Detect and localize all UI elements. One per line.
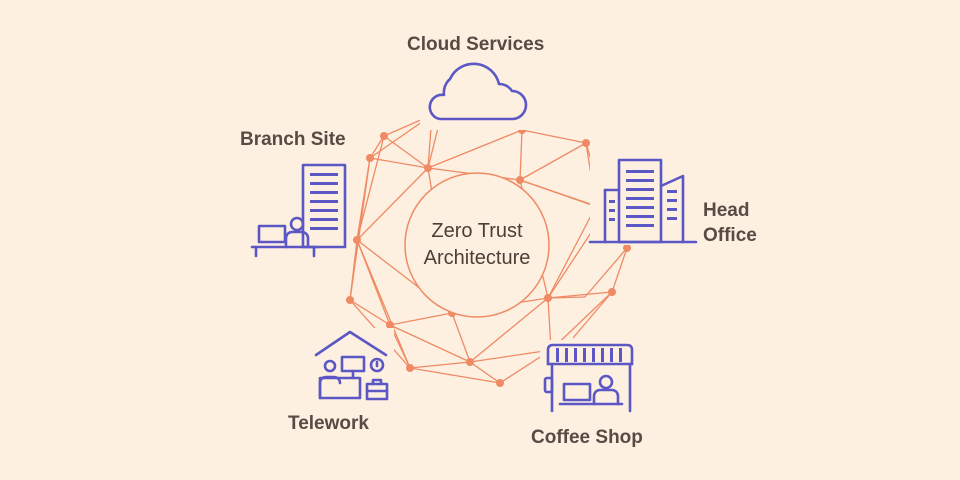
mesh-link (547, 291, 613, 299)
mesh-link (521, 129, 587, 144)
mesh-link (469, 297, 549, 363)
center-label-line1: Zero Trust (431, 220, 523, 242)
mesh-link (469, 349, 552, 363)
mesh-link (519, 129, 523, 181)
mesh-link (584, 247, 628, 298)
mesh-link (383, 135, 429, 169)
head-office-label-line2: Office (703, 225, 757, 246)
cloud-icon (420, 62, 530, 130)
mesh-node (346, 296, 354, 304)
mesh-node (516, 176, 524, 184)
coffee-shop-icon (540, 340, 640, 415)
branch-site-label: Branch Site (240, 129, 346, 150)
mesh-link (356, 167, 429, 241)
mesh-link (469, 361, 501, 384)
head-office-label-line1: Head (703, 200, 750, 221)
mesh-node (582, 139, 590, 147)
telework-label: Telework (288, 413, 369, 434)
mesh-node (608, 288, 616, 296)
mesh-node (544, 294, 552, 302)
head-office-label: Head Office (703, 198, 757, 248)
mesh-link (519, 142, 587, 181)
center-label-line2: Architecture (423, 247, 531, 269)
home-office-icon (312, 328, 394, 404)
mesh-node (466, 358, 474, 366)
mesh-link (389, 312, 453, 326)
mesh-link (572, 291, 613, 339)
mesh-link (349, 299, 391, 326)
mesh-link (369, 135, 385, 159)
mesh-node (406, 364, 414, 372)
mesh-link (409, 361, 471, 369)
mesh-link (409, 367, 501, 384)
mesh-node (380, 132, 388, 140)
mesh-node (496, 379, 504, 387)
coffee-shop-label: Coffee Shop (531, 427, 643, 448)
mesh-link (547, 296, 586, 299)
mesh-node (386, 321, 394, 329)
mesh-node (424, 164, 432, 172)
mesh-node (366, 154, 374, 162)
center-label: Zero Trust Architecture (377, 218, 577, 272)
mesh-link (547, 205, 597, 299)
office-building-icon (250, 160, 348, 258)
cloud-services-label: Cloud Services (407, 34, 545, 55)
mesh-link (451, 312, 471, 363)
mesh-link (356, 135, 385, 241)
mesh-link (389, 324, 471, 363)
mesh-node (623, 244, 631, 252)
skyscrapers-icon (588, 155, 698, 245)
mesh-link (611, 247, 628, 293)
zero-trust-core-circle (404, 172, 550, 318)
mesh-link (356, 239, 411, 369)
mesh-link (369, 157, 429, 169)
mesh-node (353, 236, 361, 244)
mesh-link (427, 129, 523, 169)
